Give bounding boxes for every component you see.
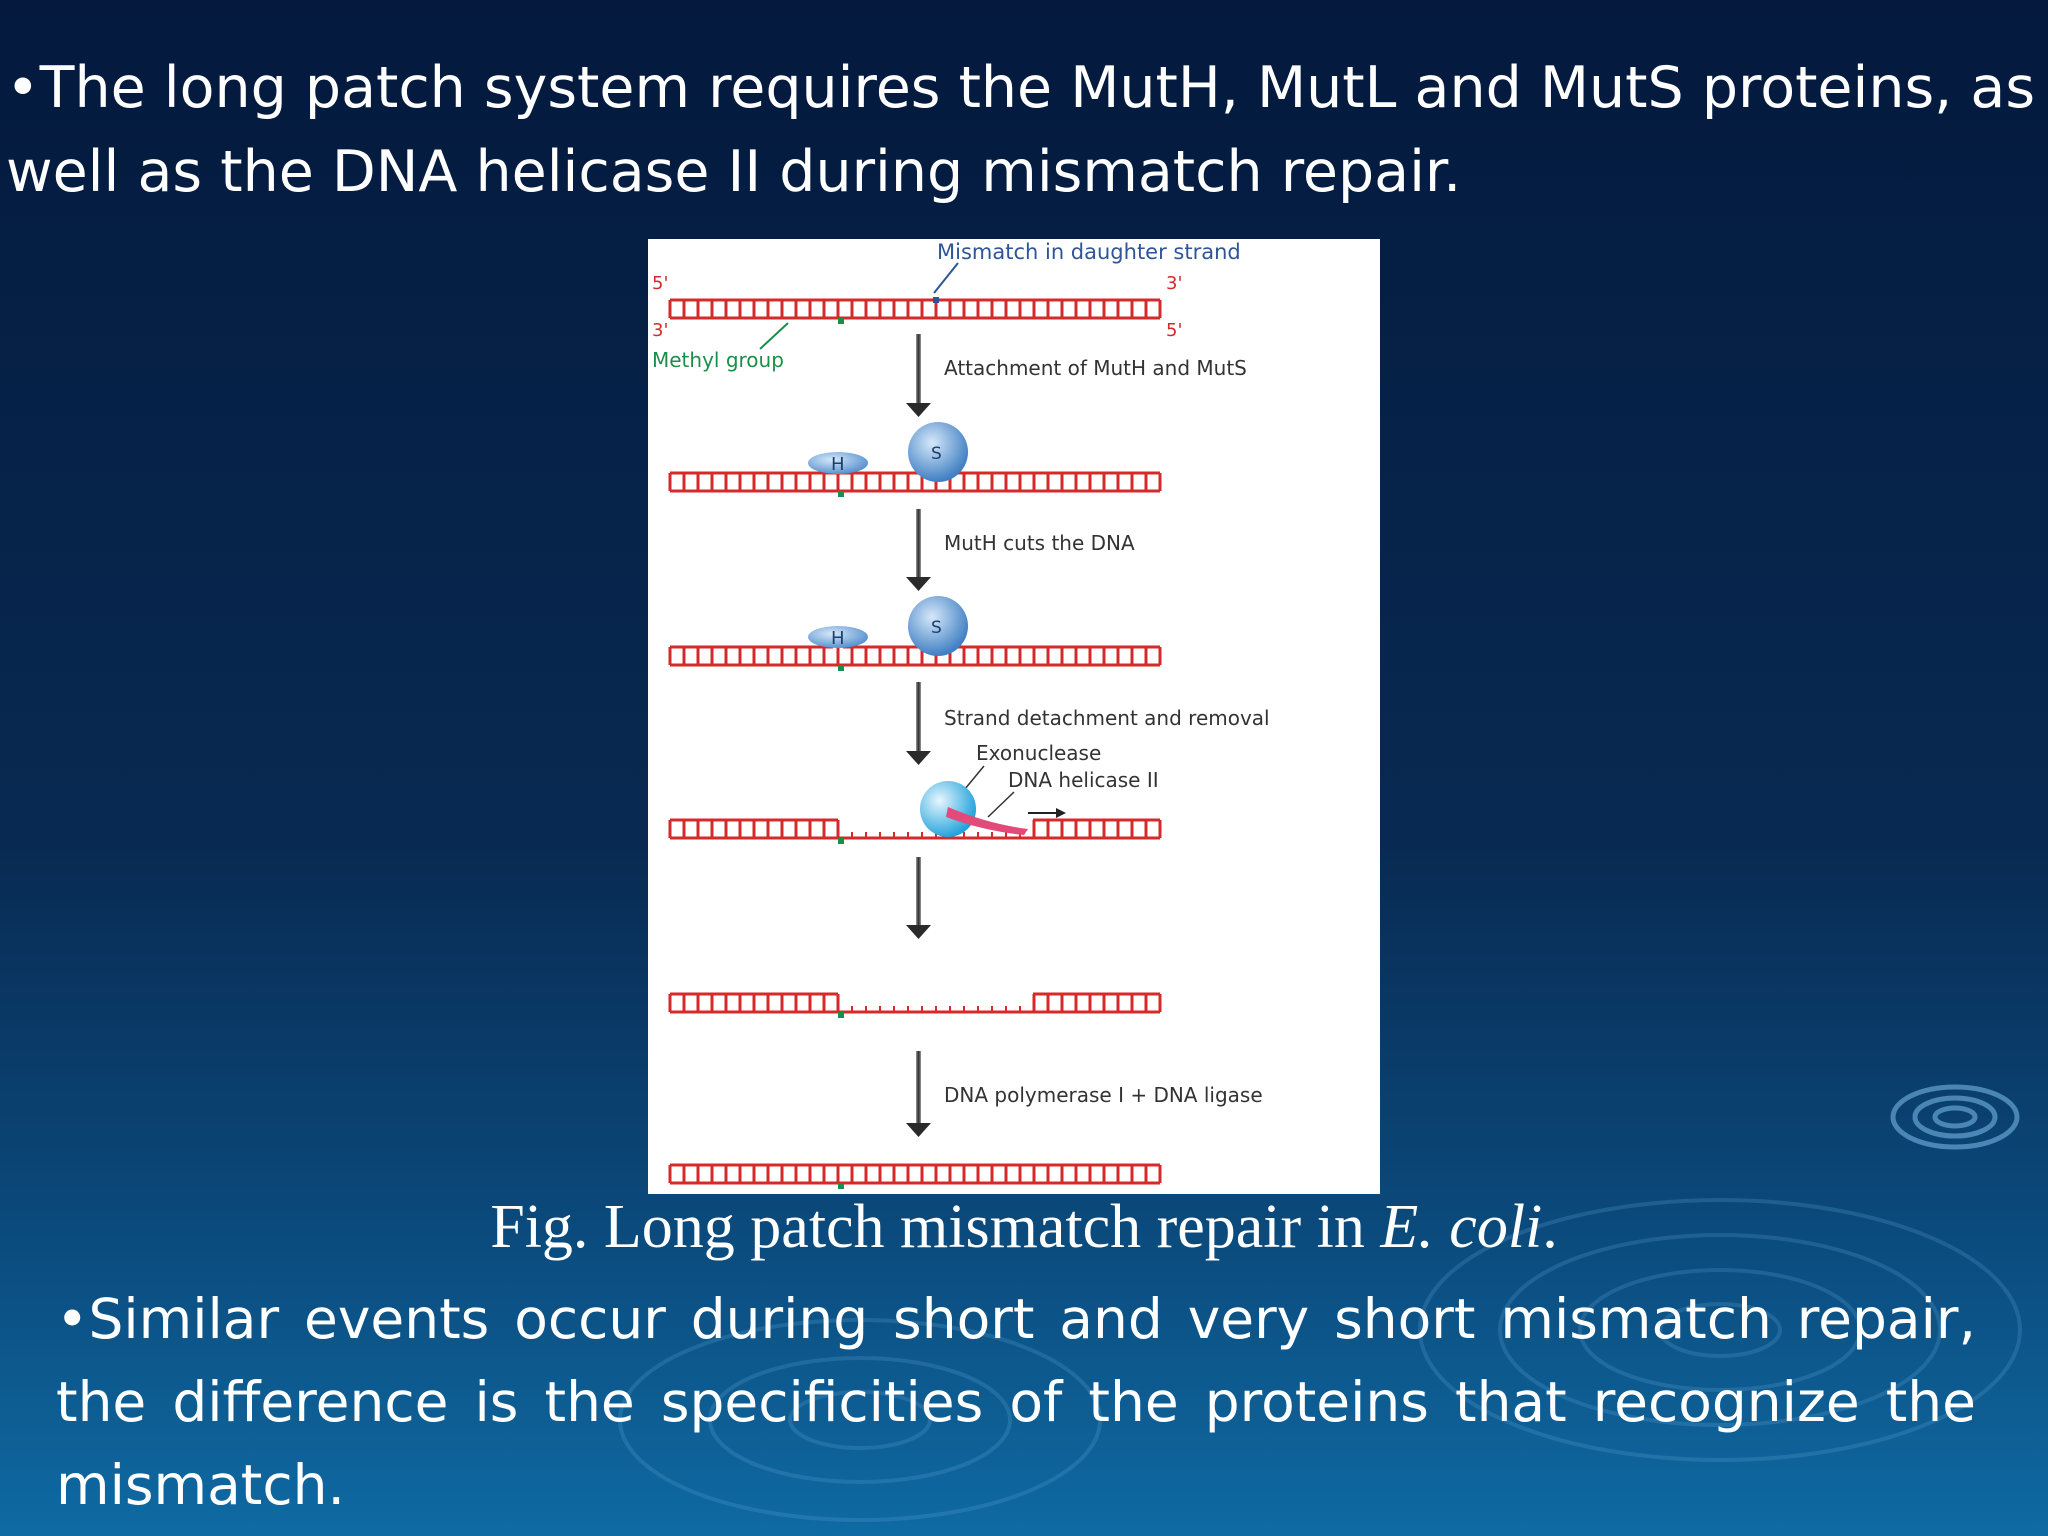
step-arrow-5 (906, 1051, 931, 1137)
end-3-left-label: 3' (652, 320, 668, 341)
end-5-right-label: 5' (1166, 320, 1182, 341)
arrowhead (906, 1123, 931, 1137)
caption-period: . (1542, 1193, 1558, 1261)
methyl-pointer (759, 322, 789, 350)
figure-caption: Fig. Long patch mismatch repair in E. co… (0, 1192, 2048, 1263)
step1-label: Attachment of MutH and MutS (944, 356, 1247, 380)
methyl-group-marker (838, 665, 844, 671)
helicase-pointer (987, 791, 1015, 818)
muth-protein (808, 452, 868, 474)
dna-duplex-5 (668, 992, 1162, 1018)
methyl-group-marker (838, 491, 844, 497)
mismatch-pointer (933, 262, 959, 294)
arrow-shaft (916, 509, 921, 579)
step-arrow-2 (906, 509, 931, 591)
arrow-shaft (916, 682, 921, 753)
helicase-protein (946, 807, 1028, 835)
end-3-top-right-label: 3' (1166, 273, 1182, 294)
muts-protein (908, 422, 968, 482)
arrowhead (906, 925, 931, 939)
helicase-label: DNA helicase II (1008, 768, 1159, 792)
arrow-shaft (916, 334, 921, 405)
mismatch-label: Mismatch in daughter strand (937, 240, 1241, 264)
step5-label: DNA polymerase I + DNA ligase (944, 1083, 1263, 1107)
mismatch-repair-diagram: Mismatch in daughter strand 5' 3' 3' 5' … (652, 240, 1270, 1189)
dna-strands (668, 297, 1162, 1189)
arrow-shaft (916, 857, 921, 927)
methyl-group-marker (838, 318, 844, 324)
arrowhead (906, 577, 931, 591)
muth-letter-cut: H (831, 628, 845, 649)
methyl-group-marker (838, 1183, 844, 1189)
muts-protein-cut (908, 596, 968, 656)
helicase-arrowhead (1056, 808, 1066, 818)
dna-duplex-2 (668, 470, 1162, 497)
step-arrow-1 (906, 334, 931, 417)
step-arrows (906, 334, 931, 1137)
dna-duplex-6 (668, 1163, 1162, 1189)
arrowhead (906, 751, 931, 765)
caption-species: E. coli (1380, 1193, 1543, 1261)
dna-duplex-1 (668, 297, 1162, 324)
arrow-shaft (916, 1051, 921, 1125)
end-5-top-label: 5' (652, 273, 668, 294)
arrowhead (906, 403, 931, 417)
mismatch-repair-figure: Mismatch in daughter strand 5' 3' 3' 5' … (648, 239, 1380, 1194)
methyl-group-marker (838, 838, 844, 844)
step-arrow-3 (906, 682, 931, 765)
step2-label: MutH cuts the DNA (944, 531, 1135, 555)
step3-label: Strand detachment and removal (944, 706, 1270, 730)
methyl-group-label: Methyl group (652, 348, 784, 372)
top-bullet-text: •The long patch system requires the MutH… (6, 55, 2036, 205)
muth-letter: H (831, 454, 845, 475)
caption-text: Fig. Long patch mismatch repair in (490, 1193, 1381, 1261)
dna-duplex-3 (668, 644, 1162, 671)
exonuclease-label: Exonuclease (976, 741, 1101, 765)
dna-duplex-4 (668, 818, 1162, 844)
methyl-group-marker (838, 1012, 844, 1018)
muts-letter-cut: S (931, 618, 942, 638)
mismatch-marker (933, 297, 939, 303)
muts-letter: S (931, 444, 942, 464)
step-arrow-4 (906, 857, 931, 939)
bottom-bullet-text: •Similar events occur during short and v… (56, 1287, 1976, 1517)
muth-protein-cut (808, 626, 868, 648)
